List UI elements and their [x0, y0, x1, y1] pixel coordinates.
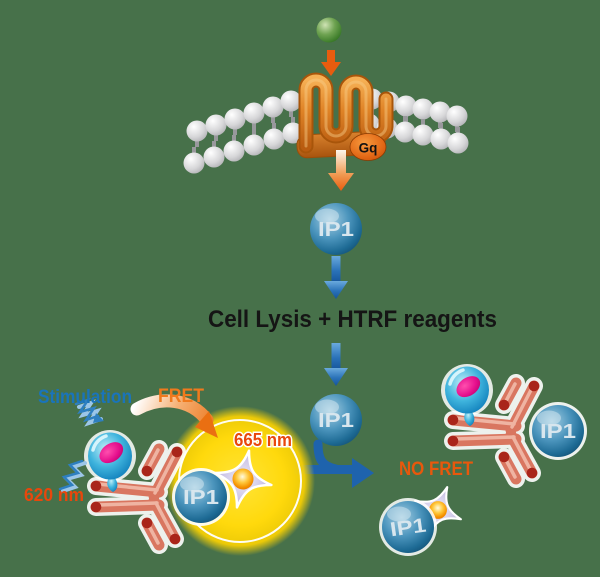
- gq-protein-badge: Gq: [349, 133, 387, 161]
- stimulation-label: Stimulation: [38, 387, 132, 408]
- gq-label: Gq: [359, 141, 378, 156]
- signal-arrow-orange: [328, 150, 354, 191]
- ligand-binding-arrow: [321, 50, 341, 76]
- ligand-icon: [316, 17, 342, 43]
- ip1-label: IP1: [389, 515, 428, 542]
- equilibrium-arrow: [294, 439, 374, 488]
- fret-label: FRET: [158, 386, 204, 407]
- stimulation-squiggle-icon: [74, 397, 104, 427]
- ip1-label: IP1: [540, 421, 576, 443]
- displaced-acceptor-complex: IP1: [379, 476, 472, 556]
- wavelength-620-label: 620 nm: [24, 485, 84, 505]
- ip1-molecule-middle: IP1: [310, 394, 362, 446]
- emission-squiggle-icon: [58, 459, 87, 493]
- fret-complex: IP1: [84, 430, 230, 545]
- ip1-label: IP1: [318, 410, 354, 432]
- ip1-label: IP1: [183, 487, 219, 509]
- cell-lysis-text: Cell Lysis + HTRF reagents: [208, 306, 497, 333]
- fret-transfer-arrow: [130, 394, 218, 438]
- wavelength-665-label: 665 nm: [234, 430, 292, 450]
- no-fret-complex: IP1: [441, 364, 587, 479]
- ip1-label: IP1: [318, 219, 354, 241]
- ip1-molecule-top: IP1: [310, 203, 362, 255]
- no-fret-label: NO FRET: [399, 459, 473, 480]
